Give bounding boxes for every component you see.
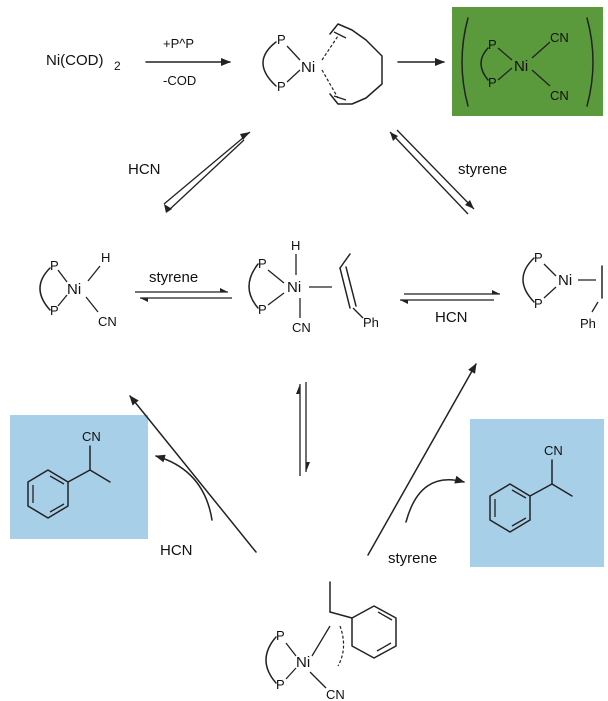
deactivated-nicn2-box: P P Ni CN CN xyxy=(452,7,603,116)
complex-ni-styrene: P P Ni Ph xyxy=(522,250,603,331)
complex-ni-cod: P P Ni xyxy=(262,23,383,105)
reductive-elimination-right: styrene xyxy=(367,363,477,567)
svg-text:H: H xyxy=(291,238,300,253)
arrow-ligand-exchange: +P^P -COD xyxy=(145,36,231,88)
svg-text:Ni: Ni xyxy=(67,281,81,298)
svg-text:Ph: Ph xyxy=(363,315,379,330)
svg-text:P: P xyxy=(277,79,286,94)
svg-text:P: P xyxy=(258,302,267,317)
svg-text:HCN: HCN xyxy=(160,542,193,559)
svg-text:2: 2 xyxy=(114,59,121,73)
svg-text:P: P xyxy=(276,628,285,643)
svg-text:CN: CN xyxy=(82,429,101,444)
svg-text:Ni: Ni xyxy=(514,58,528,75)
complex-hydrido-cyanide: P P Ni H CN xyxy=(39,250,117,329)
svg-text:HCN: HCN xyxy=(128,161,161,178)
svg-text:CN: CN xyxy=(550,88,569,103)
equilibrium-hcn-right: HCN xyxy=(400,290,500,326)
equilibrium-migratory-insertion xyxy=(296,382,310,476)
product-box-right: CN xyxy=(470,419,604,567)
svg-text:Ni(COD): Ni(COD) xyxy=(46,52,104,69)
svg-text:CN: CN xyxy=(98,314,117,329)
complex-hydrido-styrene: H P P Ni CN Ph xyxy=(248,238,379,335)
svg-text:styrene: styrene xyxy=(149,269,198,286)
svg-text:P: P xyxy=(488,75,497,90)
reagent-ni-cod2: Ni(COD) 2 xyxy=(46,52,121,73)
svg-text:CN: CN xyxy=(544,443,563,458)
svg-text:CN: CN xyxy=(326,687,345,701)
svg-text:P: P xyxy=(50,303,59,318)
equilibrium-hcn-oxidative-addition: HCN xyxy=(128,131,251,213)
svg-text:styrene: styrene xyxy=(388,550,437,567)
svg-text:P: P xyxy=(276,677,285,692)
reductive-elimination-left: HCN xyxy=(129,395,257,559)
svg-text:-COD: -COD xyxy=(163,73,196,88)
svg-text:H: H xyxy=(101,250,110,265)
svg-text:Ni: Ni xyxy=(558,272,572,289)
complex-benzyl-ni-cyanide: P P Ni CN xyxy=(265,581,397,701)
svg-text:styrene: styrene xyxy=(458,161,507,178)
svg-text:P: P xyxy=(50,258,59,273)
svg-text:P: P xyxy=(277,32,286,47)
svg-text:+P^P: +P^P xyxy=(163,36,194,51)
svg-text:CN: CN xyxy=(550,30,569,45)
svg-text:Ni: Ni xyxy=(287,279,301,296)
equilibrium-styrene-left: styrene xyxy=(135,269,232,302)
svg-text:CN: CN xyxy=(292,320,311,335)
equilibrium-styrene-coordination: styrene xyxy=(389,129,507,215)
svg-text:P: P xyxy=(534,296,543,311)
product-box-left: CN xyxy=(10,415,148,539)
svg-text:Ni: Ni xyxy=(301,59,315,76)
svg-text:HCN: HCN xyxy=(435,309,468,326)
svg-text:P: P xyxy=(488,37,497,52)
svg-text:Ph: Ph xyxy=(580,316,596,331)
svg-text:P: P xyxy=(258,256,267,271)
svg-text:Ni: Ni xyxy=(296,654,310,671)
svg-text:P: P xyxy=(534,250,543,265)
